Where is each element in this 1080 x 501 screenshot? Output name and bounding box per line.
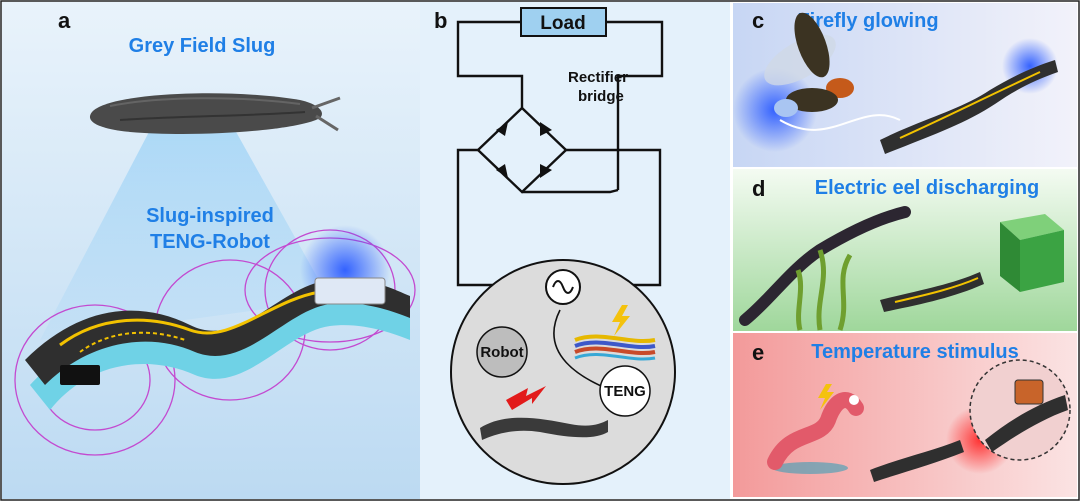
lightning-icon [612,305,630,336]
panel-d-letter: d [752,176,765,201]
slug-image [89,93,341,135]
panel-b: b Load Rectifier bridge Rob [420,2,730,499]
rectifier-label-line1: Rectifier [568,69,628,86]
load-label: Load [540,13,585,34]
robot-d [880,272,984,312]
panel-c: c Firefly glowing [733,3,1077,167]
panel-a-title: Grey Field Slug [129,35,276,57]
robot-label: Robot [480,344,523,361]
light-beam [40,130,330,340]
flight-path [779,114,901,131]
panel-e-letter: e [752,340,764,365]
robot-circle [476,326,528,378]
ac-wave-icon [552,280,574,294]
panel-e: e Temperature stimulus [733,333,1077,497]
robot-e [870,440,964,482]
panel-b-letter: b [434,8,447,33]
rectifier-diodes [496,122,552,178]
firefly-image [764,12,854,117]
seaweed-image [795,249,853,331]
panel-c-title: Firefly glowing [797,10,938,32]
robot-label-line1: Slug-inspired [146,205,274,227]
teng-circle-small [599,365,651,417]
green-cube [1000,214,1064,292]
robot-d-electrode [894,277,979,303]
sensor-chip [1014,379,1044,405]
teng-robot [25,277,410,410]
lightning-icon-e [818,384,834,410]
panel-d-title: Electric eel discharging [815,177,1040,199]
panel-a: a Grey Field Slug Slug-inspired TENG-Rob… [2,2,420,499]
panel-e-title: Temperature stimulus [811,341,1018,363]
motion-arrow-icon [506,386,546,410]
robot-label-line2: TENG-Robot [150,231,270,253]
robot-silhouette-icon [480,417,608,440]
robot-e-zoom [985,395,1068,452]
worm-image [767,392,864,474]
robot-c-electrode [899,71,1041,139]
rectifier-label-line2: bridge [578,88,624,105]
panel-d: d Electric eel discharging [733,169,1077,331]
teng-label: TENG [604,383,646,400]
panel-c-letter: c [752,8,764,33]
panel-a-letter: a [58,8,71,33]
teng-layers-icon [574,334,656,361]
